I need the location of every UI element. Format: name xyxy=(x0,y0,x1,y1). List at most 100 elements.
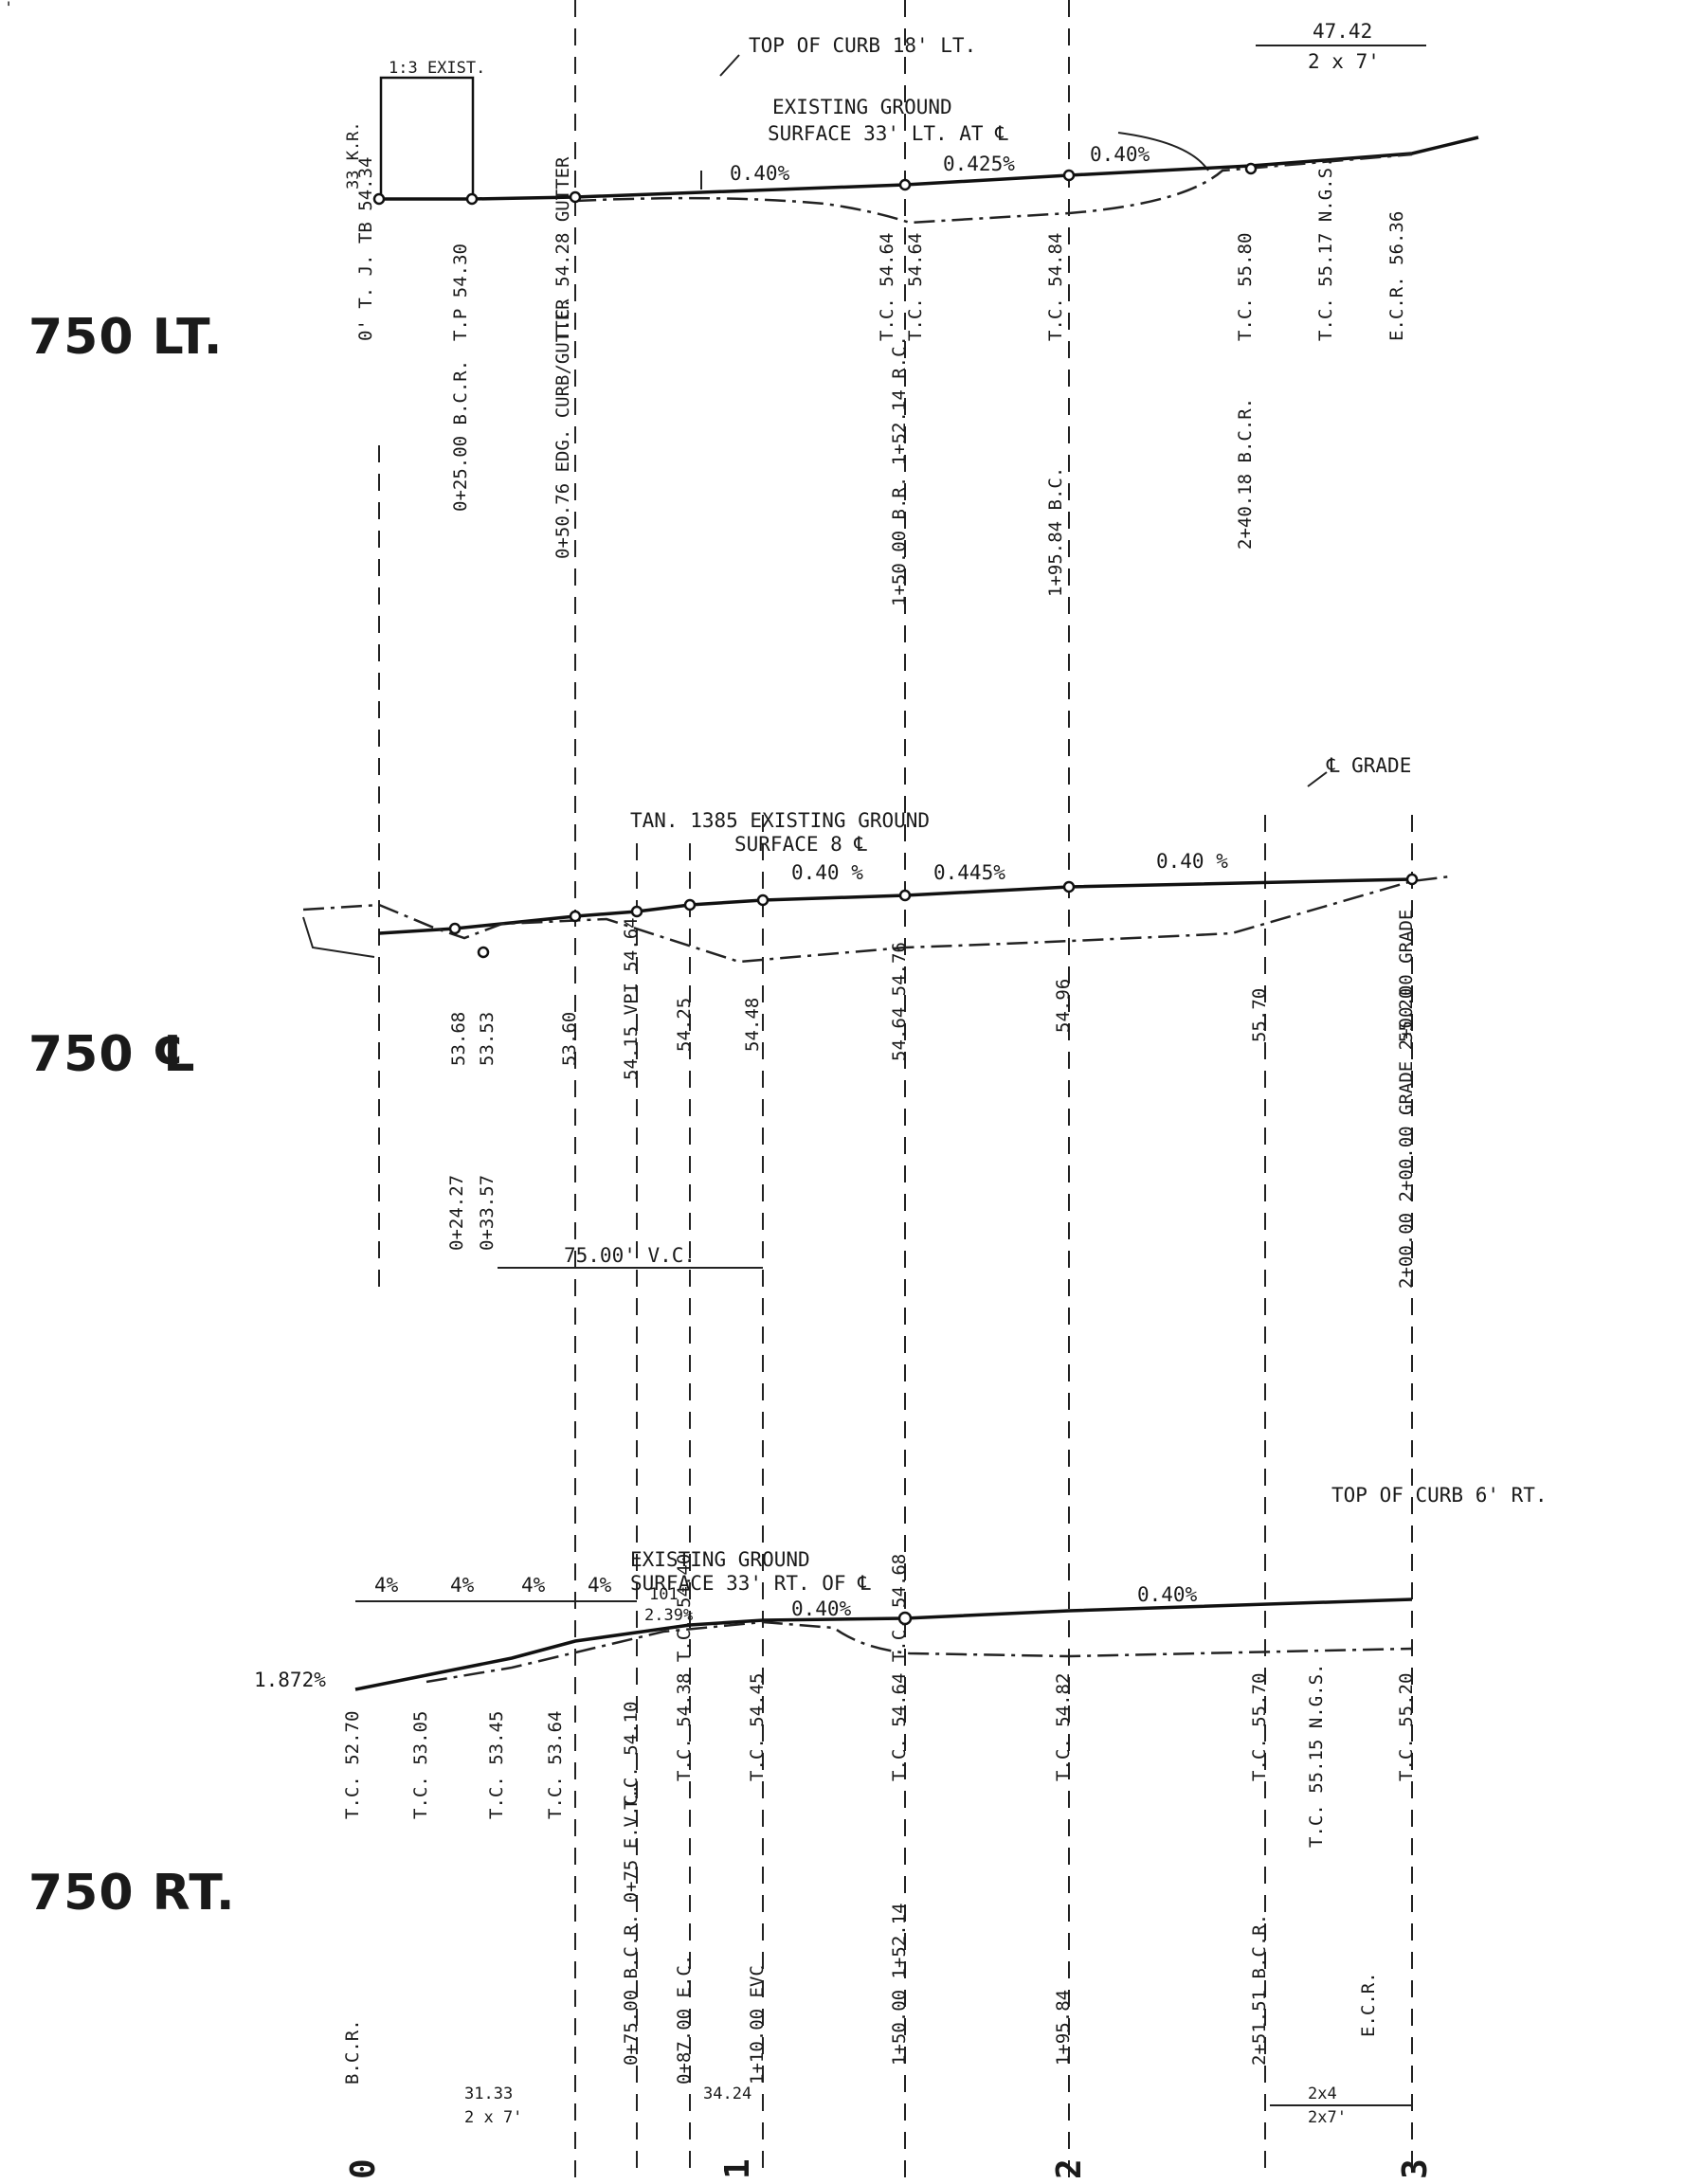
grade-line-left xyxy=(379,135,1479,201)
grade-point xyxy=(756,893,770,907)
grade-point xyxy=(372,192,386,206)
grade-point xyxy=(898,889,912,902)
elevation-label: T.C. 54.38 T.C. 54.40 xyxy=(674,1554,695,1781)
station-label: 0+75.00 B.C.R. 0+75 E.V.C. xyxy=(621,1784,642,2066)
vc-note-1: 101' xyxy=(649,1585,688,1604)
slope-right-2: 0.40% xyxy=(1137,1583,1198,1606)
grade-point xyxy=(1244,162,1258,175)
existing-edge xyxy=(302,916,375,958)
elevation-label: 53.60 xyxy=(559,1012,580,1066)
elevation-label: T.C. 55.80 xyxy=(1235,233,1256,341)
dim-label: 2x4 xyxy=(1308,2085,1337,2103)
profile-title-left: 750 LT. xyxy=(28,309,224,366)
grade-point xyxy=(1062,880,1076,893)
elevation-label: E.C.R. 56.36 xyxy=(1386,211,1407,341)
grade-point xyxy=(465,192,479,206)
station-label: 2+40.18 B.C.R. xyxy=(1235,398,1256,550)
grade-point xyxy=(569,190,582,204)
profile-750-center: 750 ℄ ℄ GRADE TAN. 1385 EXISTING GROUND … xyxy=(28,754,1451,1289)
profile-title-right: 750 RT. xyxy=(28,1865,236,1922)
elevation-label: T.C. 54.84 xyxy=(1045,233,1066,341)
grade-point xyxy=(683,898,697,912)
ground-note-left-1: EXISTING GROUND xyxy=(772,96,952,118)
elevation-label: 55.70 xyxy=(1249,988,1270,1042)
ground-note-center-2: SURFACE 8 ℄ xyxy=(734,833,867,856)
elevation-label: T.C. 54.64 xyxy=(905,233,926,341)
grade-point xyxy=(448,922,462,935)
elevation-label: 53.68 xyxy=(448,1012,469,1066)
elevation-label: 0' T. J. TB 54.34 xyxy=(355,157,376,341)
dim-label: 34.24 xyxy=(703,2085,751,2103)
axis-tick: 1 xyxy=(718,2158,757,2179)
profile-750-right: 750 RT. TOP OF CURB 6' RT. EXISTING GROU… xyxy=(28,1484,1548,2127)
elevation-label: 54.96 xyxy=(1053,979,1074,1033)
profile-title-center: 750 ℄ xyxy=(28,1026,197,1083)
station-axis: 0 1 2 3 xyxy=(344,2158,1435,2179)
ground-note-right-1: EXISTING GROUND xyxy=(630,1548,810,1571)
elevation-label: 55.20 xyxy=(1396,988,1417,1042)
slope-right-1: 0.40% xyxy=(791,1597,852,1620)
vc-note-2: 2.39% xyxy=(644,1606,693,1625)
spacing-label: 4% xyxy=(588,1574,612,1597)
grade-line-right xyxy=(354,1597,1413,1691)
leader-line xyxy=(719,54,740,77)
elevation-label: T.C. 53.64 xyxy=(545,1711,566,1819)
station-label: 1+50.00 B.R. 1+52.14 R.C. xyxy=(889,335,910,606)
elevation-label: T.C. 55.17 N.G.S. xyxy=(1315,157,1336,341)
grade-note-center: ℄ GRADE xyxy=(1326,754,1411,777)
station-label: B.C.R. xyxy=(342,2019,363,2085)
dim-label: 2 x 7' xyxy=(464,2108,522,2127)
grade-point xyxy=(897,1611,913,1626)
ground-note-left-2: SURFACE 33' LT. AT ℄ xyxy=(768,122,1008,145)
station-label: 0+50.76 EDG. CURB/GUTTER xyxy=(552,298,573,559)
dim-top-left: 47.42 xyxy=(1313,20,1372,43)
elevation-label: T.C. 55.20 xyxy=(1396,1673,1417,1781)
box-side-label: 33 K.R. xyxy=(344,121,363,190)
elevation-label: T.C. 54.64 xyxy=(877,233,897,341)
grade-point xyxy=(569,910,582,923)
slope-left-3: 0.40% xyxy=(1090,143,1150,166)
existing-ground-left xyxy=(574,153,1413,225)
elevation-label: T.C. 53.05 xyxy=(410,1711,431,1819)
grade-point xyxy=(898,178,912,191)
elevation-label: T.C. 54.28 GUTTER xyxy=(552,156,573,341)
grade-point xyxy=(477,946,490,959)
spacing-label: 4% xyxy=(450,1574,475,1597)
dim-label: 31.33 xyxy=(464,2085,513,2103)
axis-tick: 0 xyxy=(344,2158,383,2179)
profile-750-left: 750 LT. TOP OF CURB 18' LT. EXISTING GRO… xyxy=(28,20,1479,606)
station-label: 1+95.84 B.C. xyxy=(1045,467,1066,597)
station-guide-lines xyxy=(378,0,1413,2179)
elevation-label: 54.64 54.76 xyxy=(889,942,910,1061)
axis-tick: 2 xyxy=(1050,2158,1089,2179)
elevation-label: T.C. 54.64 T.C. 54.68 xyxy=(889,1554,910,1781)
elevation-label: 54.48 xyxy=(742,998,763,1052)
grade-line-center xyxy=(378,877,1413,935)
elevation-label: T.C. 54.82 xyxy=(1053,1673,1074,1781)
elevation-label: T.C. 55.70 xyxy=(1249,1673,1270,1781)
station-label: 0+33.57 xyxy=(477,1175,498,1251)
slope-left-2: 0.425% xyxy=(943,153,1015,175)
spacing-label: 4% xyxy=(521,1574,546,1597)
station-label: 0+24.27 xyxy=(446,1175,467,1251)
elevation-label: 54.15 VPI 54.64 xyxy=(621,917,642,1080)
elevation-label: T.C. 55.15 N.G.S. xyxy=(1306,1664,1327,1848)
box-top-label: 1:3 EXIST. xyxy=(389,59,485,78)
left-slope-label: 1.872% xyxy=(254,1669,326,1691)
elevation-label: T.C. 54.45 xyxy=(747,1673,768,1781)
station-label: 2+00.00 2+00.00 GRADE 2+00.00 GRADE xyxy=(1396,910,1417,1289)
station-label: 2+51.51 B.C.R. xyxy=(1249,1914,1270,2066)
dim-bottom-left: 2 x 7' xyxy=(1308,50,1380,73)
existing-ground-right xyxy=(426,1620,1413,1684)
ground-note-right-2: SURFACE 33' RT. OF ℄ xyxy=(630,1572,871,1595)
station-label: 0+25.00 B.C.R. xyxy=(450,360,471,512)
leader-line xyxy=(1117,132,1209,171)
station-label: E.C.R. xyxy=(1358,1972,1379,2037)
slope-center-3: 0.40 % xyxy=(1156,850,1228,873)
grade-point xyxy=(630,905,643,918)
elevation-label: 53.53 xyxy=(477,1012,498,1066)
existing-ground-center xyxy=(302,875,1451,964)
elevation-label: T.C. 52.70 xyxy=(342,1711,363,1819)
elevation-label: T.C. 54.10 xyxy=(621,1702,642,1810)
